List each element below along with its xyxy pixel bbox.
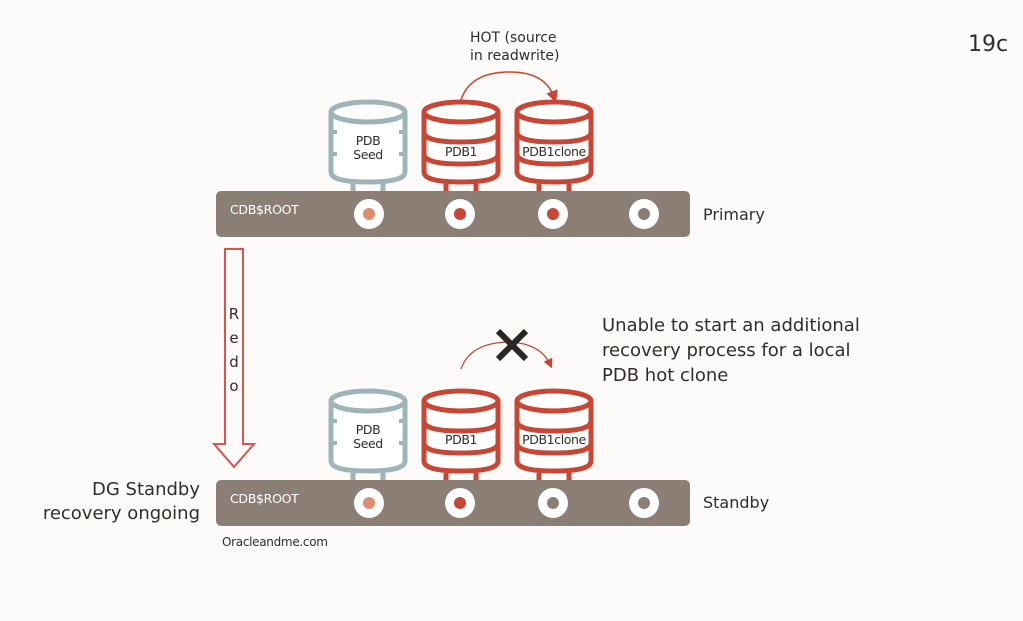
x-mark-icon <box>495 328 529 362</box>
version-label: 19c <box>968 32 1009 57</box>
container-node <box>538 199 568 229</box>
container-node <box>629 488 659 518</box>
hot-clone-label: HOT (source in readwrite) <box>470 29 559 65</box>
pdb1-label-primary: PDB1 <box>444 144 478 159</box>
cdb-root-label: CDB$ROOT <box>230 202 299 217</box>
container-node <box>445 488 475 518</box>
error-line: Unable to start an additional <box>602 315 860 336</box>
error-line: PDB hot clone <box>602 365 729 386</box>
node-dot <box>363 497 375 509</box>
hot-label-line: HOT (source <box>470 30 557 46</box>
container-node <box>354 199 384 229</box>
footer-watermark: Oracleandme.com <box>222 535 328 549</box>
pdb1clone-label-standby: PDB1clone <box>522 432 586 447</box>
redo-letter: o <box>229 377 239 395</box>
container-node <box>629 199 659 229</box>
error-line: recovery process for a local <box>602 340 851 361</box>
cdb-root-label: CDB$ROOT <box>230 491 299 506</box>
node-dot <box>638 497 650 509</box>
hot-label-line: in readwrite) <box>470 48 560 64</box>
node-dot <box>363 208 375 220</box>
standby-role-label: Standby <box>703 493 770 512</box>
redo-letter: e <box>229 329 239 347</box>
error-message: Unable to start an additional recovery p… <box>602 313 860 388</box>
node-dot <box>547 497 559 509</box>
node-dot <box>454 208 466 220</box>
cdb-root-bar-primary: CDB$ROOT <box>216 191 690 237</box>
primary-role-label: Primary <box>703 205 765 224</box>
node-dot <box>638 208 650 220</box>
node-dot <box>547 208 559 220</box>
down-arrow-icon <box>211 248 257 469</box>
container-node <box>445 199 475 229</box>
pdb1clone-label-primary: PDB1clone <box>522 144 586 159</box>
dg-status-line: recovery ongoing <box>42 503 200 524</box>
dg-status: DG Standby recovery ongoing <box>20 478 200 526</box>
redo-letter: d <box>229 353 239 371</box>
container-node <box>354 488 384 518</box>
hot-clone-arrow <box>460 71 558 103</box>
cdb-root-bar-standby: CDB$ROOT <box>216 480 690 526</box>
container-node <box>538 488 568 518</box>
pdb1-label-standby: PDB1 <box>444 432 478 447</box>
node-dot <box>454 497 466 509</box>
redo-letter: R <box>228 305 240 323</box>
dg-status-line: DG Standby <box>92 479 200 500</box>
